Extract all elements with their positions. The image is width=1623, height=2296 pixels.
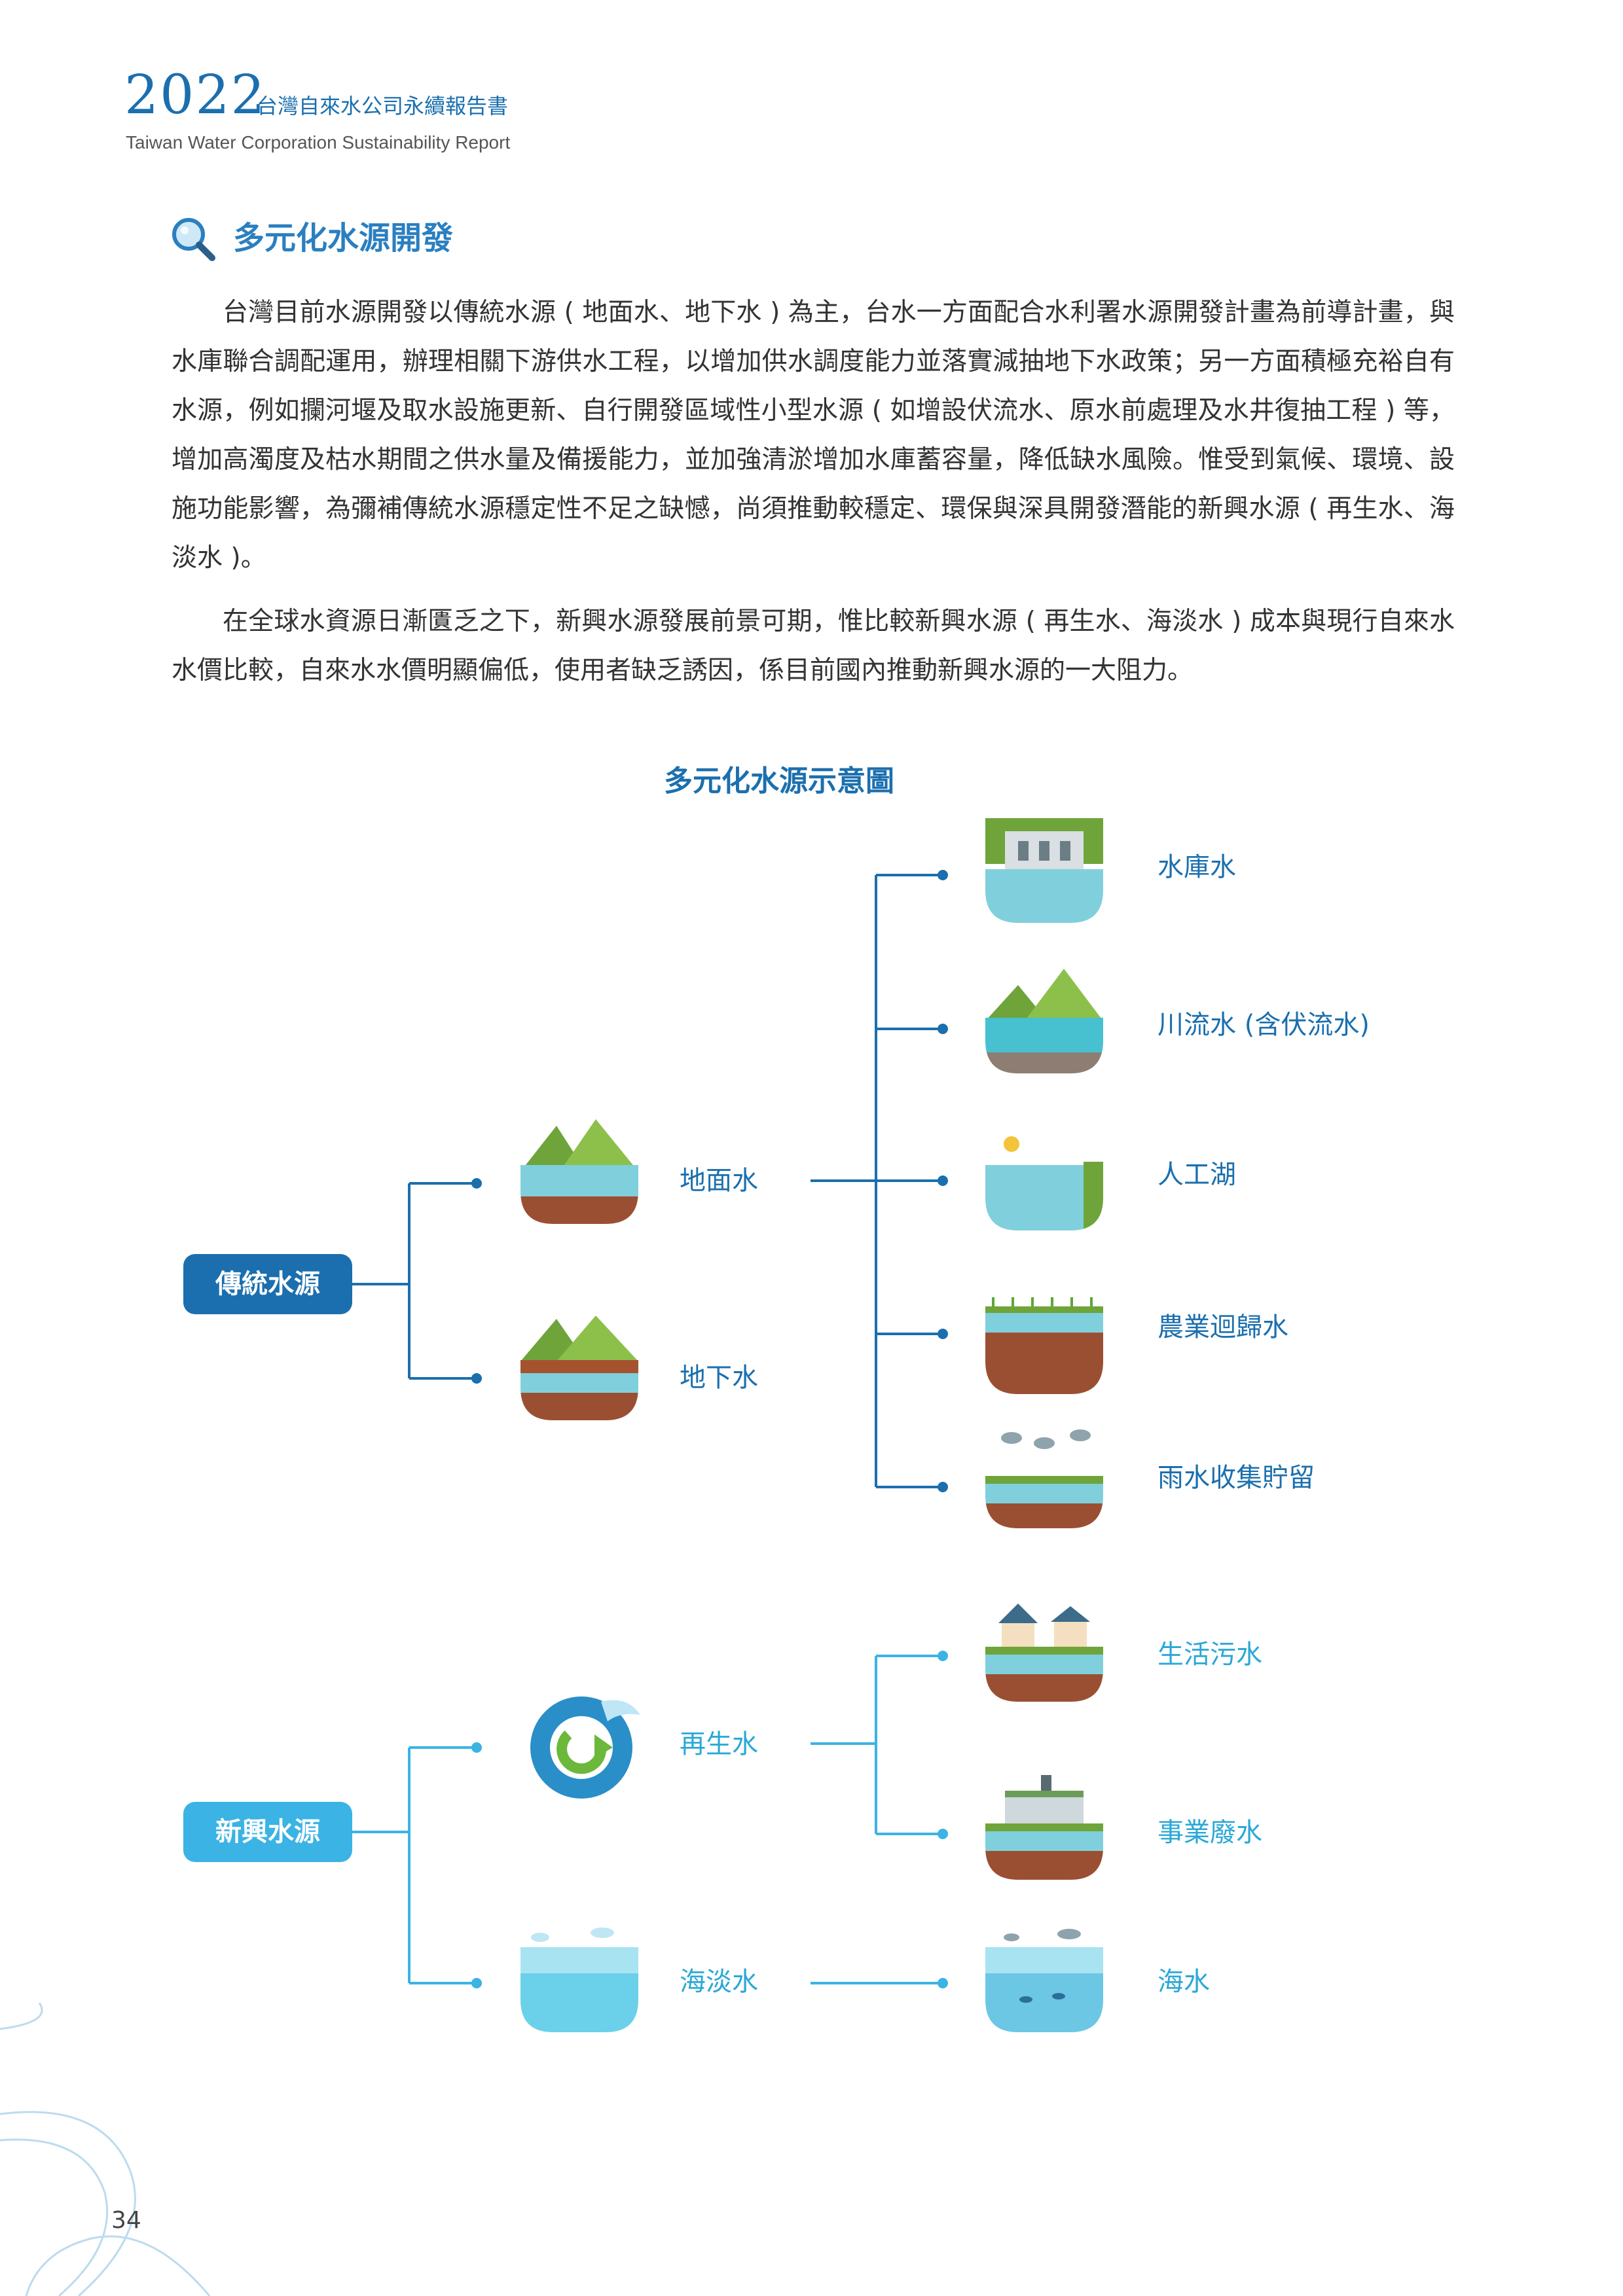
- diagram-title: 多元化水源示意圖: [664, 764, 894, 798]
- report-year: 2022: [124, 64, 266, 126]
- reservoir-icon: [985, 818, 1103, 923]
- surface-water-icon: [520, 1119, 638, 1224]
- rainwater-harvesting-icon: [985, 1429, 1103, 1528]
- domestic-sewage-icon: [985, 1604, 1103, 1702]
- label-desalinated-water: 海淡水: [680, 1967, 758, 1997]
- paragraph-1: 台灣目前水源開發以傳統水源 ( 地面水、地下水 ) 為主，台水一方面配合水利署水…: [172, 298, 1455, 573]
- decorative-wave-lines: [0, 2003, 211, 2296]
- source-domestic-sewage: 生活污水: [1158, 1640, 1262, 1670]
- source-artificial-lake: 人工湖: [1158, 1160, 1236, 1190]
- page-number: 34: [111, 2207, 141, 2234]
- artificial-lake-icon: [985, 1136, 1103, 1230]
- source-industrial-wastewater: 事業廢水: [1158, 1818, 1262, 1848]
- label-surface-water: 地面水: [680, 1166, 758, 1196]
- section-title: 多元化水源開發: [233, 220, 454, 257]
- industrial-wastewater-icon: [985, 1775, 1103, 1880]
- recycle-water-icon: [530, 1696, 640, 1799]
- report-title-en: Taiwan Water Corporation Sustainability …: [126, 132, 511, 152]
- source-reservoir: 水庫水: [1158, 852, 1236, 882]
- source-agricultural-return: 農業迴歸水: [1158, 1312, 1288, 1342]
- emerging-connectors: [352, 1655, 943, 1984]
- groundwater-icon: [520, 1316, 638, 1420]
- source-seawater: 海水: [1158, 1967, 1210, 1997]
- source-rainwater: 雨水收集貯留: [1158, 1463, 1315, 1493]
- desalination-icon: [520, 1928, 638, 2032]
- category-traditional-water: 傳統水源: [183, 1254, 352, 1314]
- source-river: 川流水 (含伏流水): [1158, 1010, 1370, 1040]
- report-title-zh: 台灣自來水公司永續報告書: [257, 94, 509, 118]
- paragraph-2: 在全球水資源日漸匱乏之下，新興水源發展前景可期，惟比較新興水源 ( 再生水、海淡…: [172, 607, 1455, 685]
- label-reclaimed-water: 再生水: [680, 1729, 758, 1759]
- magnifier-icon: [172, 218, 215, 261]
- agricultural-return-water-icon: [985, 1297, 1103, 1394]
- traditional-connectors: [352, 874, 943, 1488]
- river-icon: [985, 969, 1103, 1073]
- seawater-icon: [985, 1929, 1103, 2032]
- label-groundwater: 地下水: [680, 1363, 758, 1393]
- category-emerging-water: 新興水源: [183, 1802, 352, 1862]
